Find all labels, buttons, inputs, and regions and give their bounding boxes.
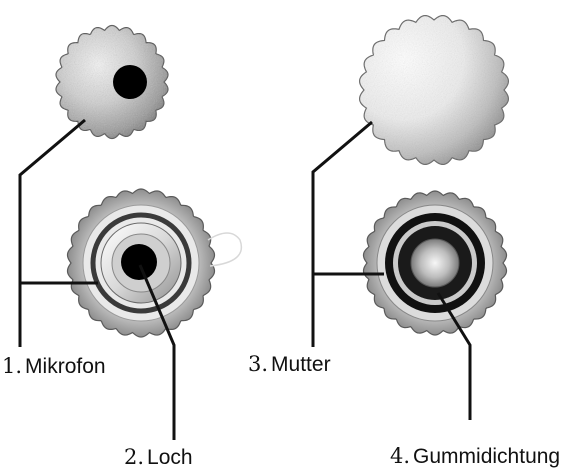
label-3: 3.Mutter xyxy=(248,354,331,375)
part-4-ring-with-seal xyxy=(363,191,506,335)
hole-icon xyxy=(121,244,157,280)
label-4: 4.Gummidichtung xyxy=(390,446,560,467)
label-1: 1.Mikrofon xyxy=(2,356,106,377)
leader-line-3 xyxy=(313,122,372,347)
label-2: 2.Loch xyxy=(124,447,193,468)
part-3-cap xyxy=(360,16,509,165)
part-1-cap-with-hole xyxy=(56,26,168,139)
part-2-ring-with-hole xyxy=(67,189,241,337)
hole-icon xyxy=(113,65,147,99)
